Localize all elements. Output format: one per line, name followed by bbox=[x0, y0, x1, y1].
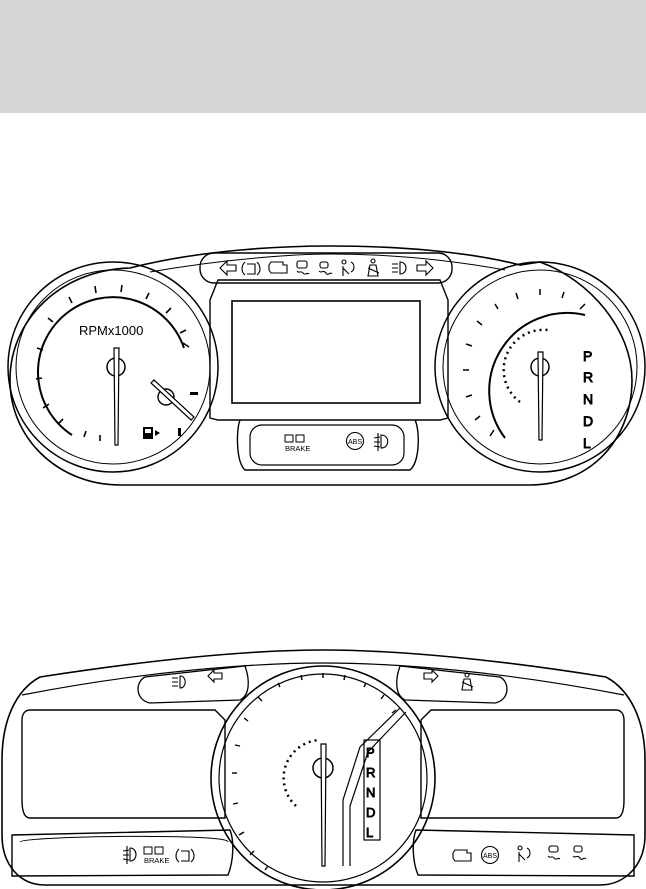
right-display bbox=[421, 710, 624, 818]
cluster-1: RPMx1000 P R N D bbox=[8, 246, 645, 485]
left-turn-arrow-icon bbox=[208, 670, 222, 682]
svg-text:N: N bbox=[366, 785, 375, 800]
tire-pressure-icon bbox=[242, 262, 260, 275]
stability-control-icon bbox=[319, 262, 332, 274]
abs-warning-icon: ABS bbox=[347, 433, 364, 450]
right-turn-arrow-icon bbox=[417, 261, 433, 275]
abs-warning-icon: ABS bbox=[482, 847, 499, 864]
fuel-empty-mark bbox=[178, 428, 181, 436]
speedo-needle bbox=[538, 352, 543, 440]
svg-text:P: P bbox=[583, 348, 592, 364]
stability-control-icon bbox=[573, 846, 586, 859]
headlamp-icon bbox=[392, 262, 406, 274]
cluster-2: BRAKE ABS P R bbox=[2, 650, 645, 889]
speedo-ticks bbox=[463, 289, 585, 436]
svg-text:R: R bbox=[583, 369, 593, 385]
gear-indicator: P R N D L bbox=[366, 745, 375, 840]
airbag-icon bbox=[518, 846, 530, 862]
svg-text:L: L bbox=[366, 825, 373, 840]
svg-text:ABS: ABS bbox=[348, 439, 362, 446]
fuel-pump-icon bbox=[143, 427, 160, 439]
svg-text:R: R bbox=[366, 765, 375, 780]
svg-text:P: P bbox=[366, 745, 375, 760]
brake-warning-icon: BRAKE bbox=[285, 435, 310, 453]
brake-warning-icon: BRAKE bbox=[144, 847, 169, 865]
tach-needle bbox=[114, 348, 119, 445]
fog-lamp-icon bbox=[374, 433, 388, 451]
svg-text:BRAKE: BRAKE bbox=[285, 444, 310, 453]
traction-control-icon bbox=[548, 846, 560, 859]
seatbelt-icon bbox=[368, 259, 379, 276]
svg-text:N: N bbox=[583, 391, 593, 407]
bottom-light-pod bbox=[237, 420, 418, 470]
left-display bbox=[22, 710, 225, 818]
top-right-pod bbox=[397, 666, 507, 703]
airbag-icon bbox=[342, 260, 354, 276]
check-engine-icon bbox=[269, 262, 287, 273]
fog-lamp-icon bbox=[123, 846, 136, 864]
seatbelt-icon bbox=[462, 673, 473, 690]
svg-text:ABS: ABS bbox=[483, 853, 497, 860]
traction-control-icon bbox=[297, 261, 309, 274]
gear-indicator: P R N D L bbox=[583, 348, 593, 451]
fuel-full-mark bbox=[190, 392, 198, 395]
right-turn-arrow-icon bbox=[424, 670, 438, 682]
bottom-left-pod bbox=[12, 830, 233, 876]
center-gauge-needle bbox=[321, 744, 326, 866]
left-turn-arrow-icon bbox=[220, 261, 236, 275]
tire-pressure-icon bbox=[176, 849, 194, 862]
headlamp-icon bbox=[172, 676, 185, 688]
bottom-right-pod bbox=[413, 830, 634, 876]
svg-text:D: D bbox=[366, 805, 375, 820]
warning-light-icons bbox=[220, 259, 433, 276]
svg-text:L: L bbox=[583, 435, 591, 451]
svg-text:D: D bbox=[583, 413, 593, 429]
svg-text:BRAKE: BRAKE bbox=[144, 856, 169, 865]
check-engine-icon bbox=[453, 850, 471, 861]
fuel-needle bbox=[151, 380, 194, 420]
top-left-pod bbox=[138, 666, 248, 703]
tach-label: RPMx1000 bbox=[79, 323, 143, 338]
center-display-screen bbox=[232, 301, 420, 403]
